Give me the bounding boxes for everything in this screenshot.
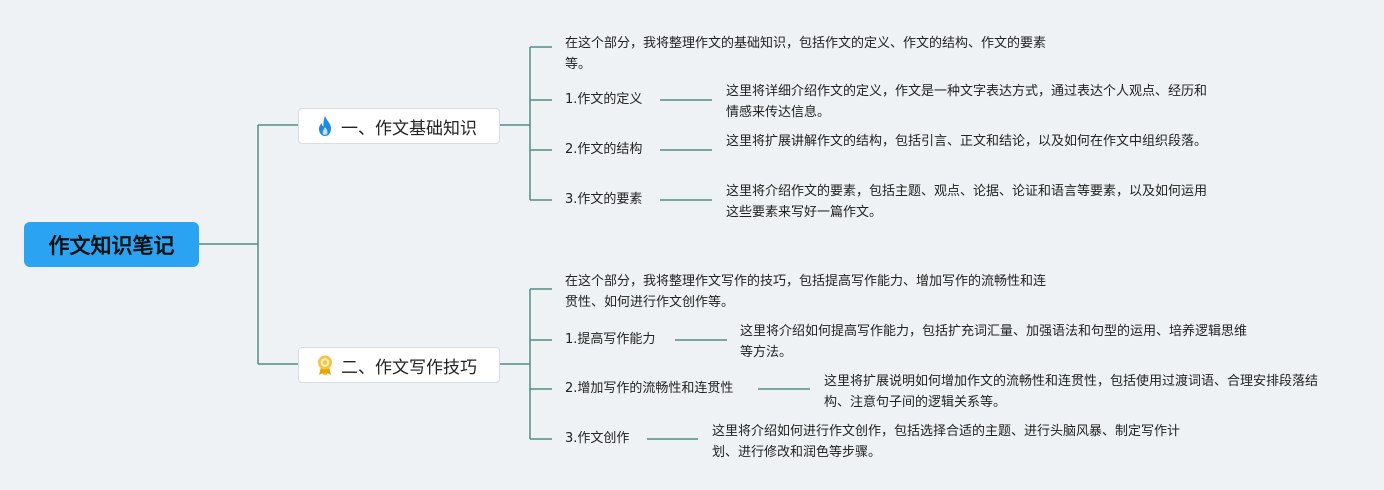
topic-fluency-coherence[interactable]: 2.增加写作的流畅性和连贯性 (565, 381, 734, 396)
topic-elements[interactable]: 3.作文的要素 (565, 192, 643, 207)
topic-improve-ability[interactable]: 1.提高写作能力 (565, 332, 656, 347)
connector-branch-1 (500, 46, 552, 201)
root-label: 作文知识笔记 (48, 233, 175, 258)
topic-structure[interactable]: 2.作文的结构 (565, 142, 643, 157)
intro-text: 在这个部分，我将整理作文写作的技巧，包括提高写作能力、增加写作的流畅性和连贯性、… (565, 274, 1047, 310)
flame-icon (315, 115, 335, 137)
connector-branch-2 (500, 288, 552, 440)
topic-composition-desc: 这里将介绍如何进行作文创作，包括选择合适的主题、进行头脑风暴、制定写作计划、进行… (712, 424, 1181, 460)
root-node[interactable]: 作文知识笔记 (24, 222, 199, 267)
branch-label: 一、作文基础知识 (341, 118, 477, 139)
topic-structure-desc: 这里将扩展讲解作文的结构，包括引言、正文和结论，以及如何在作文中组织段落。 (726, 134, 1208, 149)
topic-composition[interactable]: 3.作文创作 (565, 431, 630, 446)
topic-improve-ability-desc: 这里将介绍如何提高写作能力，包括扩充词汇量、加强语法和句型的运用、培养逻辑思维等… (740, 324, 1248, 360)
branch-node-techniques[interactable]: 二、作文写作技巧 (298, 347, 500, 383)
topic-elements-desc: 这里将介绍作文的要素，包括主题、观点、论据、论证和语言等要素，以及如何运用这些要… (726, 184, 1208, 220)
award-medal-icon (315, 354, 335, 376)
topic-definition[interactable]: 1.作文的定义 (565, 92, 643, 107)
connector-root (199, 124, 298, 365)
topic-fluency-coherence-desc: 这里将扩展说明如何增加作文的流畅性和连贯性，包括使用过渡词语、合理安排段落结构、… (824, 374, 1319, 410)
branch-node-basics[interactable]: 一、作文基础知识 (298, 108, 500, 144)
intro-text: 在这个部分，我将整理作文的基础知识，包括作文的定义、作文的结构、作文的要素等。 (565, 36, 1047, 72)
branch-label: 二、作文写作技巧 (341, 357, 477, 378)
topic-definition-desc: 这里将详细介绍作文的定义，作文是一种文字表达方式，通过表达个人观点、经历和情感来… (726, 84, 1208, 120)
